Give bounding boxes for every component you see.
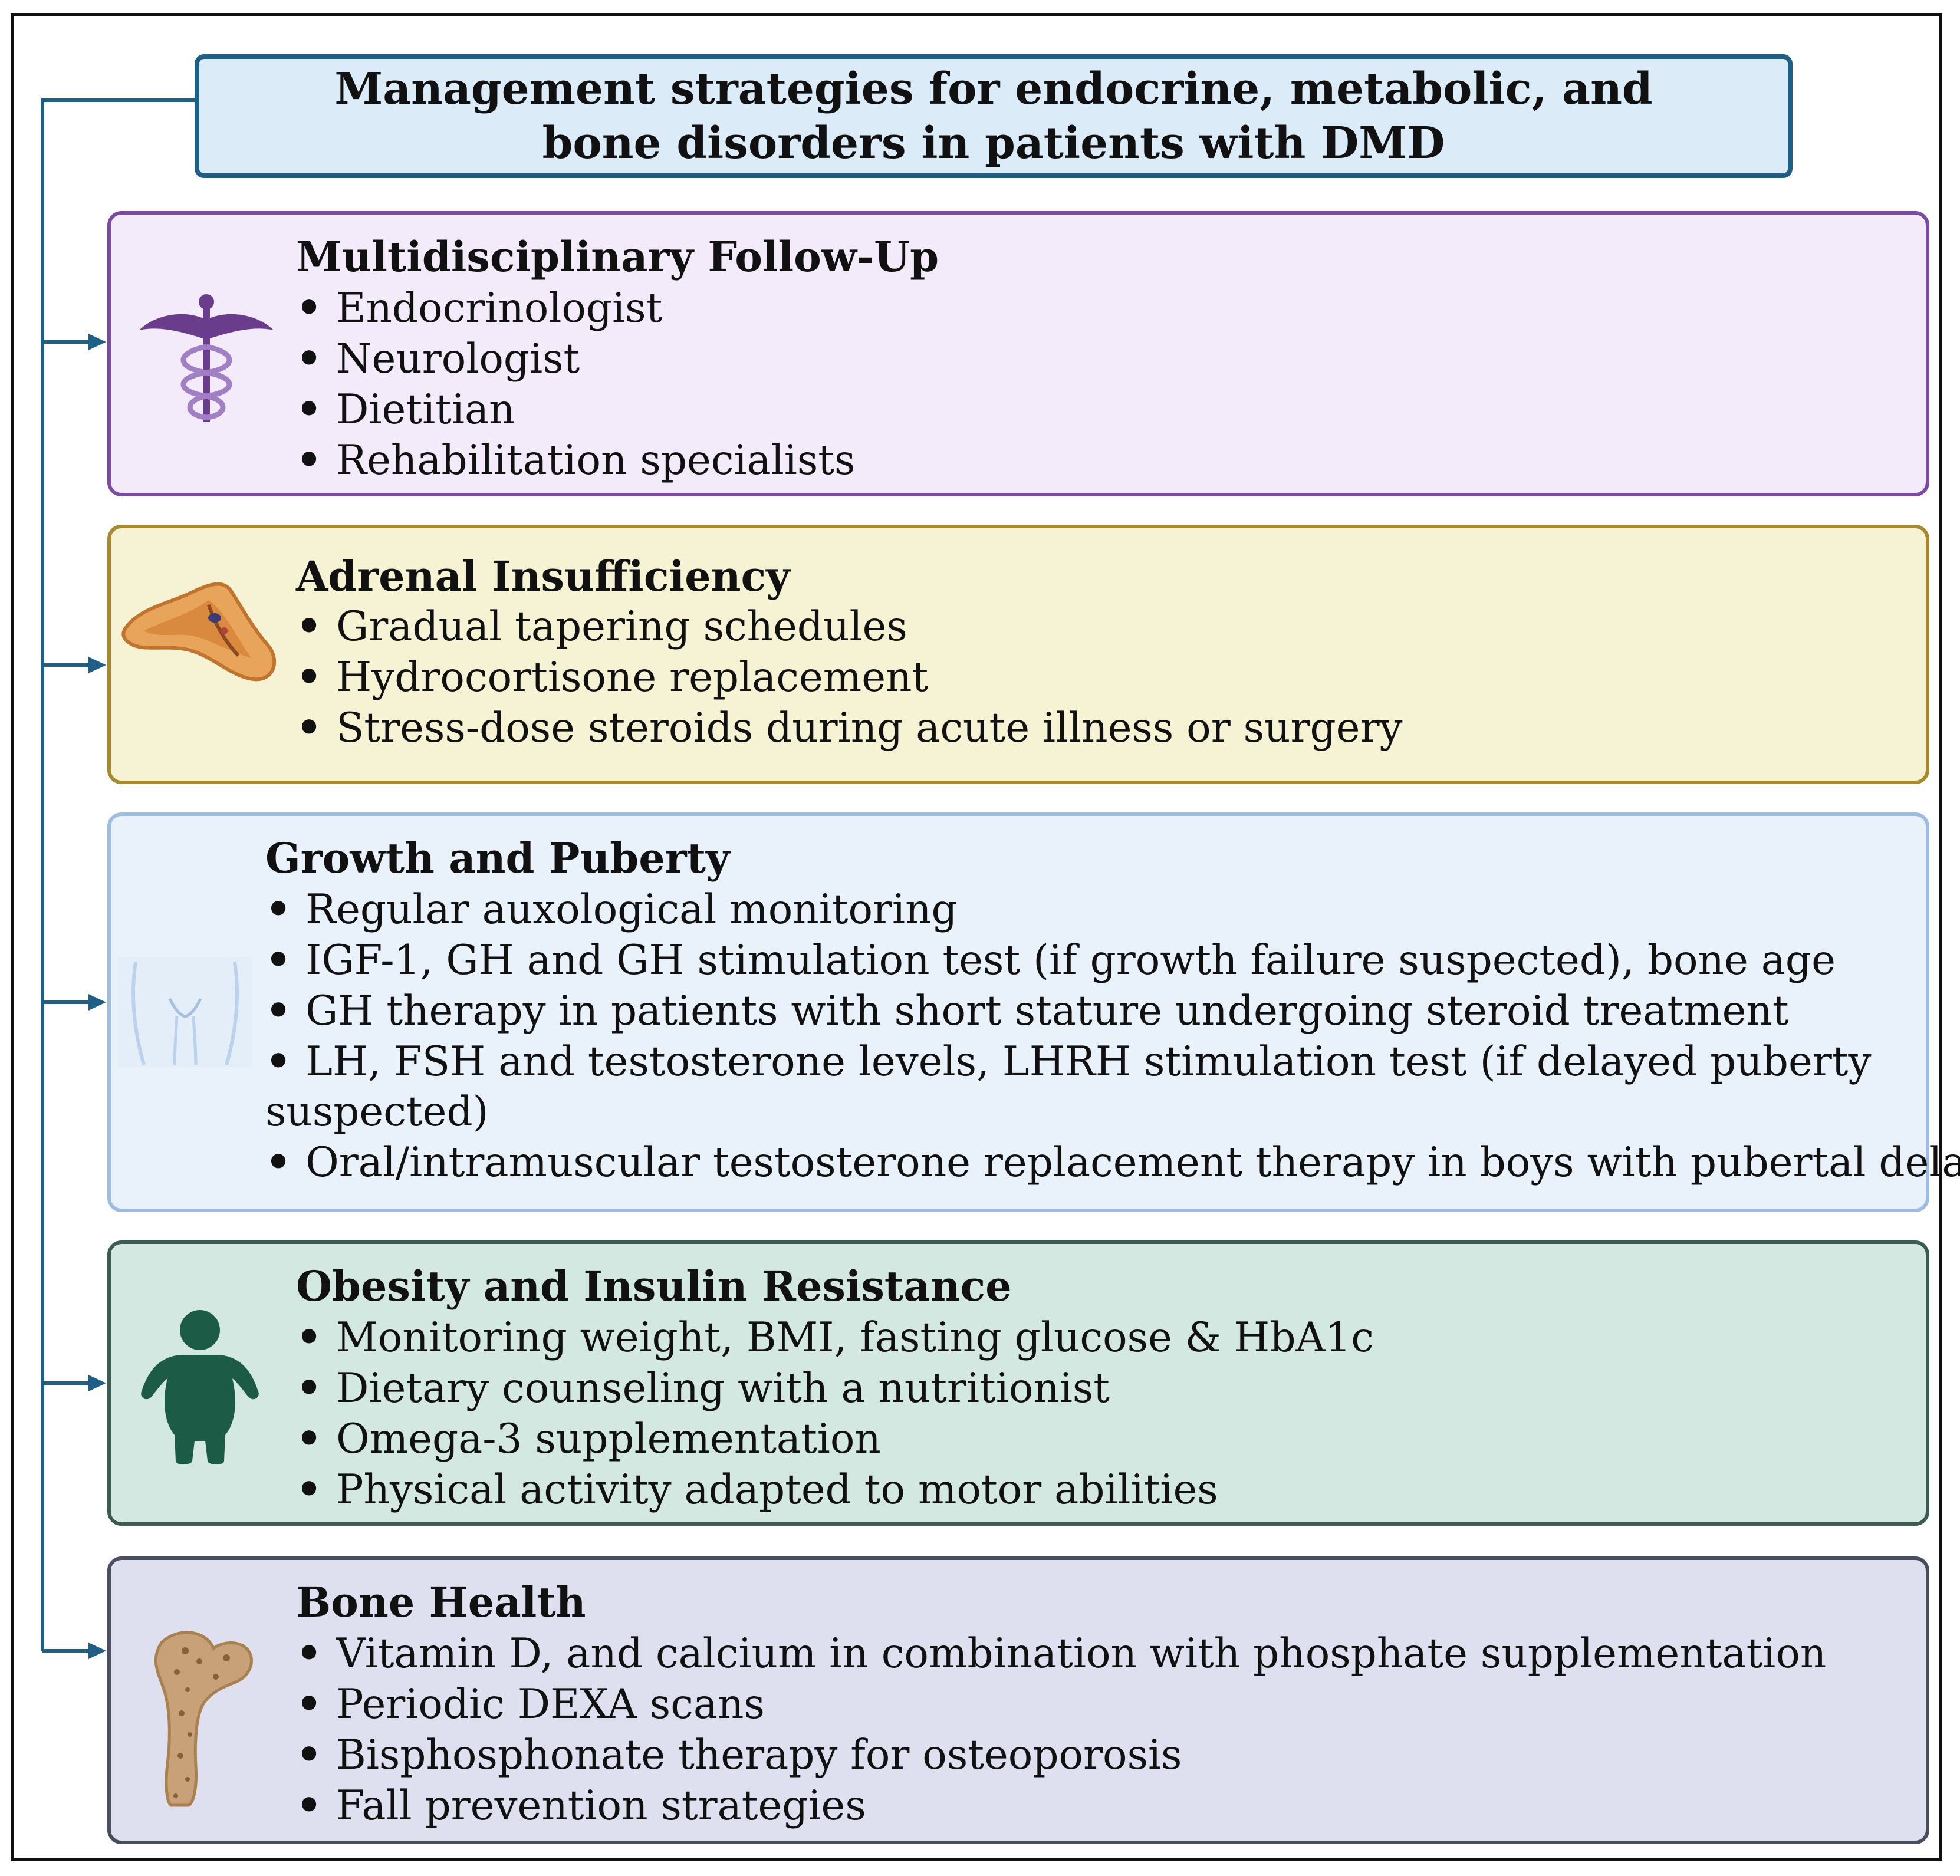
- arrow-to-obesity: [42, 1375, 106, 1391]
- list-item: Dietitian: [296, 384, 855, 435]
- list-item: Neurologist: [296, 334, 855, 384]
- list-item: Gradual tapering schedules: [296, 601, 1402, 652]
- list-item: Endocrinologist: [296, 283, 855, 334]
- arrow-to-adrenal: [42, 657, 106, 673]
- list-item: Monitoring weight, BMI, fasting glucose …: [296, 1312, 1374, 1363]
- section-heading: Obesity and Insulin Resistance: [296, 1262, 1012, 1311]
- section-heading: Adrenal Insufficiency: [296, 552, 790, 601]
- obesity-list: Monitoring weight, BMI, fasting glucose …: [296, 1312, 1374, 1515]
- growth-list: Regular auxological monitoring IGF-1, GH…: [265, 884, 1960, 1188]
- arrow-to-follow-up: [42, 334, 106, 350]
- diagram-title: Management strategies for endocrine, met…: [334, 64, 1653, 169]
- list-item: Periodic DEXA scans: [296, 1679, 1826, 1730]
- adrenal-gland-icon: [121, 582, 277, 682]
- list-item: Omega-3 supplementation: [296, 1414, 1374, 1464]
- main-connector-line: [41, 98, 195, 1651]
- obese-person-icon: [141, 1310, 259, 1464]
- section-heading: Growth and Puberty: [265, 834, 730, 883]
- list-item: Regular auxological monitoring: [265, 884, 1960, 935]
- section-heading: Multidisciplinary Follow-Up: [296, 232, 939, 281]
- list-item: Stress-dose steroids during acute illnes…: [296, 703, 1402, 753]
- list-item: GH therapy in patients with short statur…: [265, 986, 1960, 1036]
- list-item: Hydrocortisone replacement: [296, 652, 1402, 703]
- follow-up-list: Endocrinologist Neurologist Dietitian Re…: [296, 283, 855, 486]
- list-item: Vitamin D, and calcium in combination wi…: [296, 1628, 1826, 1679]
- caduceus-icon: [139, 294, 274, 422]
- panel-growth-and-puberty: Growth and Puberty Regular auxological m…: [107, 812, 1960, 1212]
- title-box: Management strategies for endocrine, met…: [195, 54, 1793, 178]
- section-heading: Bone Health: [296, 1578, 586, 1627]
- panel-bone-health: Bone Health Vitamin D, and calcium in co…: [107, 1556, 1929, 1844]
- panel-obesity-and-insulin-resistance: Obesity and Insulin Resistance Monitorin…: [107, 1240, 1929, 1526]
- adrenal-list: Gradual tapering schedules Hydrocortison…: [296, 601, 1402, 753]
- list-item: Bisphosphonate therapy for osteoporosis: [296, 1730, 1826, 1780]
- list-item: LH, FSH and testosterone levels, LHRH st…: [265, 1036, 1960, 1137]
- list-item: Physical activity adapted to motor abili…: [296, 1464, 1374, 1515]
- panel-multidisciplinary-follow-up: Multidisciplinary Follow-Up Endocrinolog…: [107, 211, 1929, 496]
- list-item: Fall prevention strategies: [296, 1780, 1826, 1831]
- pelvis-icon: [118, 957, 252, 1067]
- arrow-to-bone: [42, 1643, 106, 1659]
- list-item: IGF-1, GH and GH stimulation test (if gr…: [265, 935, 1960, 986]
- panel-adrenal-insufficiency: Adrenal Insufficiency Gradual tapering s…: [107, 525, 1929, 784]
- list-item: Dietary counseling with a nutritionist: [296, 1363, 1374, 1414]
- arrow-to-growth: [42, 994, 106, 1011]
- femur-bone-icon: [154, 1631, 253, 1807]
- list-item: Rehabilitation specialists: [296, 435, 855, 486]
- bone-list: Vitamin D, and calcium in combination wi…: [296, 1628, 1826, 1831]
- list-item: Oral/intramuscular testosterone replacem…: [265, 1137, 1960, 1188]
